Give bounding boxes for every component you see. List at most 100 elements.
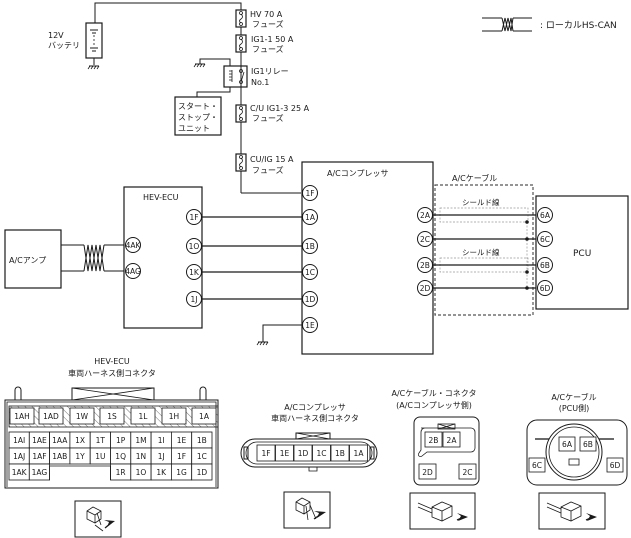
ground-icon	[194, 64, 205, 67]
pcu-pin: 6D	[538, 281, 553, 296]
pin-label: 1U	[95, 452, 105, 461]
start-stop-label: ストップ・	[178, 113, 218, 122]
connector-pin: 1W	[70, 408, 94, 424]
pin-label: 1D	[305, 295, 316, 304]
pin-label: 1G	[176, 468, 187, 477]
connector-pin: 1L	[131, 408, 155, 424]
pin-label: 1F	[305, 189, 314, 198]
pin-label: 1C	[197, 452, 207, 461]
connector-pin: 1AH	[10, 408, 34, 424]
pin-label: 6D	[540, 284, 551, 293]
compressor-pin: 2A	[418, 208, 433, 223]
connector-pin: 1I	[151, 432, 171, 448]
pin-label: 6A	[540, 211, 551, 220]
pin-label: 1N	[136, 452, 146, 461]
pin-label: 1L	[139, 412, 149, 421]
connector-pin: 1C	[192, 448, 212, 464]
pcu-pin: 6C	[538, 232, 553, 247]
pin-label: 6A	[562, 440, 573, 449]
pin-label: 1D	[298, 449, 309, 458]
pin-label: 2B	[429, 436, 439, 445]
pin-label: 2A	[447, 436, 458, 445]
ac-amp: A/Cアンプ	[5, 230, 61, 288]
fuse-sublabel: フューズ	[252, 44, 284, 54]
connector-pin: 1J	[151, 448, 171, 464]
connector-pin: 1Q	[111, 448, 131, 464]
connector-subtitle: 車両ハーネス側コネクタ	[68, 368, 156, 378]
pin-label: 1T	[96, 436, 106, 445]
connector-subtitle: 車両ハーネス側コネクタ	[271, 413, 359, 423]
twisted-pair-icon	[482, 18, 532, 31]
pin-label: 1AH	[14, 412, 30, 421]
start-stop-label: ユニット	[178, 124, 210, 133]
connector-pin: 1R	[111, 464, 131, 480]
compressor-pin: 1F	[303, 186, 318, 201]
pin-label: 1D	[197, 468, 208, 477]
pin-label: 4AG	[125, 267, 141, 276]
pin-label: 6B	[540, 261, 550, 270]
fuse-label: HV 70 A	[250, 10, 283, 19]
connector-pin: 6D	[607, 458, 623, 472]
pin-label: 1Y	[75, 452, 85, 461]
compressor-pin: 2C	[418, 232, 433, 247]
shield-label: シールド線	[462, 247, 500, 257]
view-direction-icon	[284, 492, 330, 528]
fuse-hv-70a: HV 70 A フューズ	[236, 10, 284, 29]
pin-label: 1O	[189, 242, 200, 251]
connector-pin: 1E	[171, 432, 191, 448]
pin-label: 1X	[75, 436, 85, 445]
ac-cable: A/Cケーブル シールド線 シールド線	[435, 173, 533, 315]
pin-label: 6C	[540, 235, 550, 244]
pin-label: 1E	[177, 436, 187, 445]
pcu-pin: 6A	[538, 208, 553, 223]
pin-label: 1AF	[32, 452, 46, 461]
relay-label: IG1リレー	[251, 67, 289, 76]
pin-label: 2A	[420, 211, 431, 220]
pin-label: 1P	[116, 436, 126, 445]
ac-cable-connector-compressor-side: A/Cケーブル・コネクタ (A/Cコンプレッサ側) 2B2A2D2C	[392, 388, 479, 485]
pin-label: 1AE	[32, 436, 47, 445]
pin-label: 1F	[261, 449, 270, 458]
start-stop-label: スタート・	[178, 102, 218, 111]
ac-compressor-label: A/Cコンプレッサ	[327, 169, 389, 178]
connector-pin: 1AJ	[9, 448, 29, 464]
fuse-cu-ig-15a: CU/IG 15 A フューズ	[236, 154, 294, 175]
pin-label: 2B	[420, 261, 430, 270]
pin-label: 1AD	[43, 412, 59, 421]
ground-icon	[88, 66, 99, 69]
pin-label: 6D	[610, 461, 621, 470]
pin-label: 1W	[76, 412, 89, 421]
compressor-pin: 1C	[303, 265, 318, 280]
connector-subtitle: (A/Cコンプレッサ側)	[396, 400, 472, 410]
ground-icon	[257, 342, 268, 345]
connector-pin: 1K	[151, 464, 171, 480]
pin-label: 2C	[420, 235, 430, 244]
pin-label: 1H	[169, 412, 179, 421]
connector-title: A/Cコンプレッサ	[284, 403, 346, 412]
connector-pin: 6B	[580, 437, 596, 451]
connector-pin: 1D	[192, 464, 212, 480]
connector-pin: 1B	[192, 432, 212, 448]
start-stop-unit: スタート・ ストップ・ ユニット	[175, 97, 221, 135]
connector-title: HEV-ECU	[94, 357, 130, 366]
pin-label: 4AK	[126, 241, 142, 250]
fuse-sublabel: フューズ	[252, 19, 284, 29]
pin-label: 1J	[158, 452, 165, 461]
connector-pin: 1C	[313, 445, 331, 461]
connector-pin: 1AB	[50, 448, 70, 464]
compressor-pin: 2B	[418, 258, 433, 273]
relay-label-number: No.1	[251, 78, 269, 87]
connector-pin: 1AI	[9, 432, 29, 448]
pin-label: 1F	[177, 452, 186, 461]
legend-label: : ローカルHS-CAN	[540, 20, 617, 31]
connector-pin: 1F	[257, 445, 275, 461]
connector-pin: 1H	[162, 408, 186, 424]
signal-wires	[202, 217, 302, 299]
pcu-pin: 6B	[538, 258, 553, 273]
pin-label: 1B	[305, 242, 315, 251]
connector-pin: 1A	[350, 445, 368, 461]
compressor-pin: 1B	[303, 239, 318, 254]
fuse-cu-ig1-3-25a: C/U IG1-3 25 A フューズ	[236, 104, 310, 123]
hev-ecu-pin: 1F	[187, 210, 202, 225]
view-direction-icon	[75, 501, 121, 537]
